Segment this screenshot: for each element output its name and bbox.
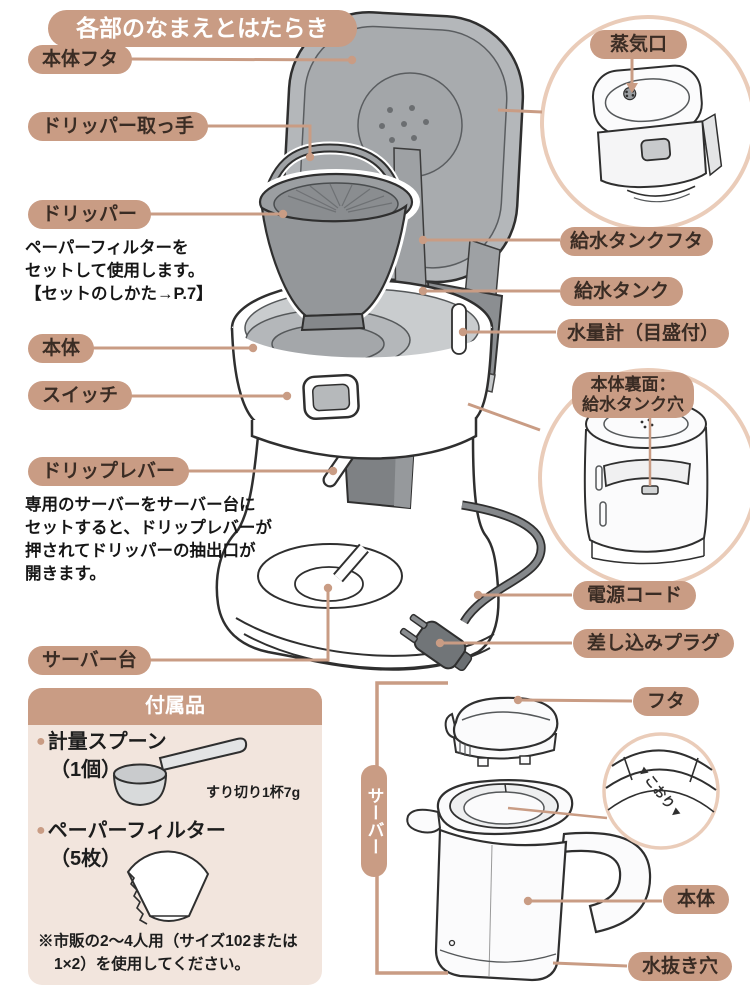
accessory-filter-name: ペーパーフィルター bbox=[47, 820, 226, 842]
accessory-spoon-qty: （1個） bbox=[50, 759, 122, 781]
drip-lever-note: 専用のサーバーをサーバー台に セットすると、ドリップレバーが 押されてドリッパー… bbox=[25, 494, 272, 586]
dripper-note: ペーパーフィルターを セットして使用します。 【セットのしかた→P.7】 bbox=[25, 237, 213, 306]
label-switch: スイッチ bbox=[28, 381, 133, 410]
ice-mark-text: ▼こおり▼ bbox=[634, 762, 686, 822]
accessories-footnote: ※市販の2～4人用（サイズ102または 1×2）を使用してください。 bbox=[38, 930, 298, 976]
label-drain-hole: 水抜き穴 bbox=[628, 952, 733, 981]
label-body-back: 本体裏面： 給水タンク穴 bbox=[572, 372, 694, 418]
server-lid-illustration bbox=[444, 696, 559, 767]
inset-ice-mark: ▼こおり▼ bbox=[602, 732, 720, 850]
lever-note-line2: セットすると、ドリップレバーが bbox=[25, 519, 272, 537]
label-body-back-line2: 給水タンク穴 bbox=[582, 395, 684, 414]
dripper-note-line3: 【セットのしかた→P.7】 bbox=[25, 285, 213, 303]
dripper-illustration bbox=[252, 141, 420, 332]
label-drip-lever: ドリップレバー bbox=[28, 457, 190, 486]
label-server-lid: フタ bbox=[633, 687, 700, 716]
bullet-icon: ● bbox=[36, 733, 46, 750]
switch-illustration bbox=[302, 373, 360, 421]
footnote-line1: ※市販の2～4人用（サイズ102または bbox=[38, 933, 298, 950]
accessories-header: 付属品 bbox=[28, 688, 322, 725]
lever-note-line3: 押されてドリッパーの抽出口が bbox=[25, 542, 256, 560]
plug-illustration bbox=[399, 613, 473, 672]
shower-holes bbox=[379, 105, 429, 143]
label-tank: 給水タンク bbox=[560, 277, 684, 306]
machine-lid-illustration bbox=[282, 11, 525, 342]
accessories-box: 付属品 bbox=[28, 688, 322, 985]
machine-body-illustration bbox=[230, 278, 494, 378]
steam-vent-arrow bbox=[626, 83, 638, 93]
accessory-item-filter: ●ペーパーフィルター bbox=[36, 818, 226, 844]
label-power-cord: 電源コード bbox=[573, 581, 697, 610]
label-server-stand: サーバー台 bbox=[28, 646, 151, 675]
lever-note-line1: 専用のサーバーをサーバー台に bbox=[25, 496, 256, 514]
dripper-note-line2: セットして使用します。 bbox=[25, 262, 205, 280]
label-plug: 差し込みプラグ bbox=[573, 629, 735, 658]
accessory-spoon-name: 計量スプーン bbox=[47, 731, 167, 753]
dripper-ribs bbox=[287, 183, 393, 213]
label-server-vertical: サーバー bbox=[361, 765, 387, 877]
tank-compartment-illustration bbox=[426, 280, 504, 393]
footnote-line2: 1×2）を使用してください。 bbox=[54, 956, 250, 973]
label-body-back-line1: 本体裏面： bbox=[590, 375, 676, 394]
label-water-gauge: 水量計（目盛付） bbox=[557, 319, 730, 348]
lever-note-line4: 開きます。 bbox=[25, 565, 106, 583]
label-dripper-handle: ドリッパー取っ手 bbox=[28, 112, 209, 141]
accessory-filter-qty: （5枚） bbox=[50, 848, 122, 870]
machine-band-illustration bbox=[230, 303, 494, 460]
label-steam-vent: 蒸気口 bbox=[590, 30, 688, 59]
label-dripper: ドリッパー bbox=[28, 200, 152, 229]
bullet-icon: ● bbox=[36, 822, 46, 839]
accessory-item-spoon: ●計量スプーン bbox=[36, 729, 167, 755]
server-pitcher-illustration bbox=[406, 779, 652, 982]
label-server-body: 本体 bbox=[663, 885, 730, 914]
power-cord-illustration bbox=[399, 500, 546, 672]
label-body-lid: 本体フタ bbox=[28, 45, 133, 74]
page-title: 各部のなまえとはたらき bbox=[48, 10, 357, 47]
label-body: 本体 bbox=[28, 334, 95, 363]
dripper-note-line1: ペーパーフィルターを bbox=[25, 239, 189, 257]
label-tank-lid: 給水タンクフタ bbox=[560, 227, 714, 256]
accessory-spoon-note: すり切り1杯7g bbox=[206, 784, 301, 800]
